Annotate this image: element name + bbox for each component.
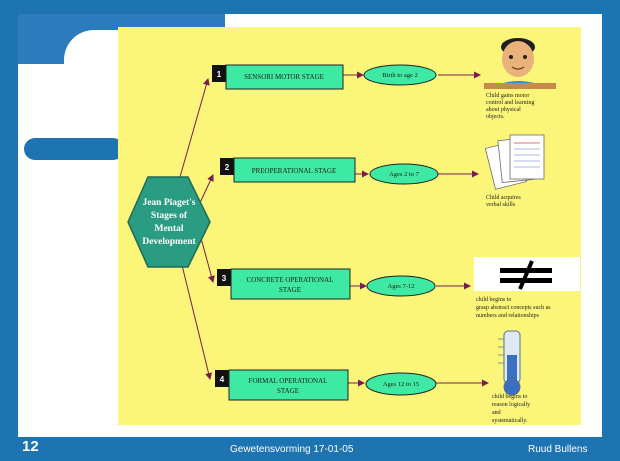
note-4-line-2: reason logically: [492, 402, 530, 408]
age-oval-4: Ages 12 to 15: [365, 372, 437, 396]
footer-center-text: Gewetensvorming 17-01-05: [230, 444, 354, 455]
thermometer-icon: [498, 330, 521, 396]
piaget-diagram: Jean Piaget's Stages of Mental Developme…: [118, 27, 581, 425]
age-oval-3: Ages 7-12: [366, 275, 436, 297]
age-3-label: Ages 7-12: [388, 283, 415, 290]
note-2-line-2: verbal skills: [486, 202, 516, 208]
not-equal-icon: [474, 257, 580, 291]
stage-1: 1 SENSORI MOTOR STAGE: [212, 64, 344, 90]
age-1-label: Birth to age 2: [382, 72, 418, 79]
papers-icon: [484, 134, 545, 190]
center-node: Jean Piaget's Stages of Mental Developme…: [127, 176, 211, 268]
stage-3-number: 3: [222, 274, 227, 283]
center-line-2: Stages of: [151, 211, 188, 221]
stage-1-number: 1: [217, 70, 222, 79]
arrow-center-to-stage-1: [179, 78, 210, 178]
center-line-3: Mental: [154, 224, 183, 234]
age-2-label: Ages 2 to 7: [389, 171, 420, 178]
note-4-line-4: systematically.: [492, 418, 528, 424]
note-4-line-1: child begins to: [492, 394, 527, 400]
note-1-line-1: Child gains motor: [486, 93, 529, 99]
frame-left: [0, 0, 18, 461]
stage-2-number: 2: [225, 163, 230, 172]
center-line-1: Jean Piaget's: [142, 198, 195, 208]
note-3-line-2: grasp abstract concepts such as: [476, 305, 551, 311]
slide-number: 12: [22, 438, 39, 455]
note-3-line-1: child begins to: [476, 297, 511, 303]
white-pane: [18, 64, 118, 437]
stage-2-name: PREOPERATIONAL STAGE: [252, 167, 337, 175]
baby-icon: [484, 38, 556, 89]
diagram-svg: Jean Piaget's Stages of Mental Developme…: [127, 38, 580, 424]
stage-3-name-line-1: CONCRETE OPERATIONAL: [247, 276, 334, 284]
frame-right: [602, 0, 620, 461]
note-2-line-1: Child acquires: [486, 195, 521, 201]
stage-3-name-line-2: STAGE: [279, 286, 301, 294]
age-oval-1: Birth to age 2: [363, 64, 437, 86]
note-1-line-3: about physical: [486, 107, 521, 113]
age-4-label: Ages 12 to 15: [383, 381, 419, 388]
frame-top: [0, 0, 620, 14]
stage-1-name: SENSORI MOTOR STAGE: [244, 73, 324, 81]
stage-4-number: 4: [220, 375, 225, 384]
stage-2: 2 PREOPERATIONAL STAGE: [220, 157, 356, 183]
frame-bottom: [0, 437, 620, 461]
note-1-line-4: objects.: [486, 114, 505, 120]
note-1-line-2: control and learning: [486, 100, 534, 106]
decorative-pill: [24, 138, 124, 160]
stage-4: 4 FORMAL OPERATIONAL STAGE: [215, 369, 349, 401]
footer-author: Ruud Bullens: [528, 444, 588, 455]
stage-4-name-line-1: FORMAL OPERATIONAL: [249, 377, 328, 385]
age-oval-2: Ages 2 to 7: [369, 163, 439, 185]
arrow-center-to-stage-4: [179, 256, 212, 380]
stage-4-name-line-2: STAGE: [277, 387, 299, 395]
note-3-line-3: numbers and relationships: [476, 313, 540, 319]
note-4-line-3: and: [492, 410, 501, 416]
center-line-4: Development: [142, 237, 196, 247]
stage-3: 3 CONCRETE OPERATIONAL STAGE: [217, 268, 351, 300]
